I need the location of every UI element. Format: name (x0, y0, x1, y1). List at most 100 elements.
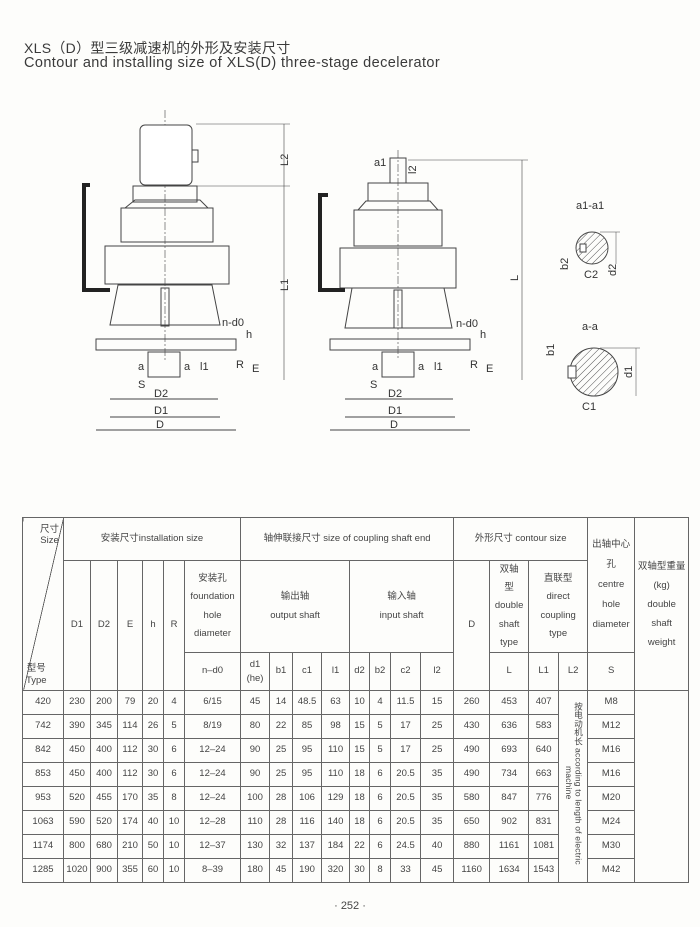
col-l1: l1 (321, 652, 351, 691)
table-cell: 210 (117, 834, 143, 859)
direct-coupling-cn: 直联型 (543, 573, 573, 585)
table-cell: 28 (269, 786, 294, 811)
table-cell: 12–37 (183, 834, 242, 859)
col-L2: L2 (558, 652, 589, 691)
col-h: h (142, 560, 164, 691)
weight-cn: 双轴型重量(kg) (637, 560, 686, 591)
table-cell: 400 (90, 738, 118, 763)
label-E: E (252, 363, 259, 375)
table-cell: M24 (587, 810, 636, 835)
table-cell: 170 (117, 786, 143, 811)
table-cell: 320 (321, 858, 351, 883)
table-cell: M20 (587, 786, 636, 811)
table-cell: 129 (321, 786, 351, 811)
table-cell: 902 (489, 810, 530, 835)
table-cell: M12 (587, 714, 636, 739)
weight-en: double (647, 598, 676, 610)
col-D: D (453, 560, 491, 691)
table-cell: 6 (163, 738, 185, 763)
weight-en: shaft (651, 617, 672, 629)
table-cell: 520 (90, 810, 118, 835)
table-cell: 230 (63, 690, 91, 715)
col-b1: b1 (269, 652, 294, 691)
table-cell: 184 (321, 834, 351, 859)
drawing-double-shaft (82, 110, 290, 431)
col-E: E (117, 560, 143, 691)
table-cell: 490 (453, 762, 491, 787)
table-cell: 880 (453, 834, 491, 859)
label-D2: D2 (154, 388, 168, 400)
table-cell: 1020 (63, 858, 91, 883)
output-shaft-en: output shaft (270, 609, 320, 621)
table-cell: 12–28 (183, 810, 242, 835)
double-shaft-en: type (500, 636, 519, 648)
table-cell: 420 (22, 690, 64, 715)
table-cell: 680 (90, 834, 118, 859)
table-cell: 12–24 (183, 762, 242, 787)
table-cell: 35 (420, 786, 455, 811)
table-cell: 4 (369, 690, 392, 715)
section-a1-title: a1-a1 (576, 200, 604, 212)
weight-cell (634, 690, 690, 883)
table-cell: 25 (420, 738, 455, 763)
table-cell: 110 (240, 810, 271, 835)
table-cell: 45 (420, 858, 455, 883)
col-D2: D2 (90, 560, 118, 691)
double-shaft-cn: 双轴 (499, 564, 519, 576)
col-b2: b2 (369, 652, 392, 691)
section-a-a (567, 347, 640, 397)
table-cell: 17 (390, 714, 422, 739)
table-cell: 20.5 (390, 786, 422, 811)
table-cell: 8–39 (183, 858, 242, 883)
centre-hole-cn: 出轴中心孔 (592, 539, 631, 571)
table-cell: 490 (453, 738, 491, 763)
col-S: S (587, 652, 636, 691)
table-cell: 174 (117, 810, 143, 835)
table-cell: 390 (63, 714, 91, 739)
table-cell: 18 (349, 810, 371, 835)
corner-size-cn: 尺寸 (39, 524, 59, 535)
centre-hole-en: diameter (592, 618, 630, 630)
table-cell: 10 (349, 690, 371, 715)
table-cell: 520 (63, 786, 91, 811)
label-D1: D1 (154, 405, 168, 417)
table-cell: 260 (453, 690, 491, 715)
col-he-label: (he) (246, 672, 264, 684)
table-cell: 26 (142, 714, 164, 739)
table-cell: 22 (349, 834, 371, 859)
table-cell: 79 (117, 690, 143, 715)
table-cell: 6 (163, 762, 185, 787)
table-cell: 22 (269, 714, 294, 739)
table-cell: 32 (269, 834, 294, 859)
table-cell: 190 (292, 858, 323, 883)
table-cell: M8 (587, 690, 636, 715)
col-R: R (163, 560, 185, 691)
label-a: a (138, 361, 145, 373)
table-cell: 11.5 (390, 690, 422, 715)
section-a1-a1 (575, 231, 620, 265)
group-coupling: 轴伸联接尺寸 size of coupling shaft end (240, 517, 455, 561)
input-shaft-en: input shaft (379, 609, 424, 621)
table-cell: 455 (90, 786, 118, 811)
table-cell: 112 (117, 762, 143, 787)
label-d1: d1 (623, 366, 635, 378)
foundation-cn: 安装孔 (198, 573, 227, 585)
table-cell: 4 (163, 690, 185, 715)
table-cell: 10 (163, 810, 185, 835)
label-R: R (470, 359, 478, 371)
table-cell: 580 (453, 786, 491, 811)
centre-hole-en: hole (602, 598, 621, 610)
table-cell: 450 (63, 738, 91, 763)
table-cell: 430 (453, 714, 491, 739)
group-contour: 外形尺寸 contour size (453, 517, 589, 561)
table-cell: 8/19 (183, 714, 242, 739)
table-cell: 60 (142, 858, 164, 883)
